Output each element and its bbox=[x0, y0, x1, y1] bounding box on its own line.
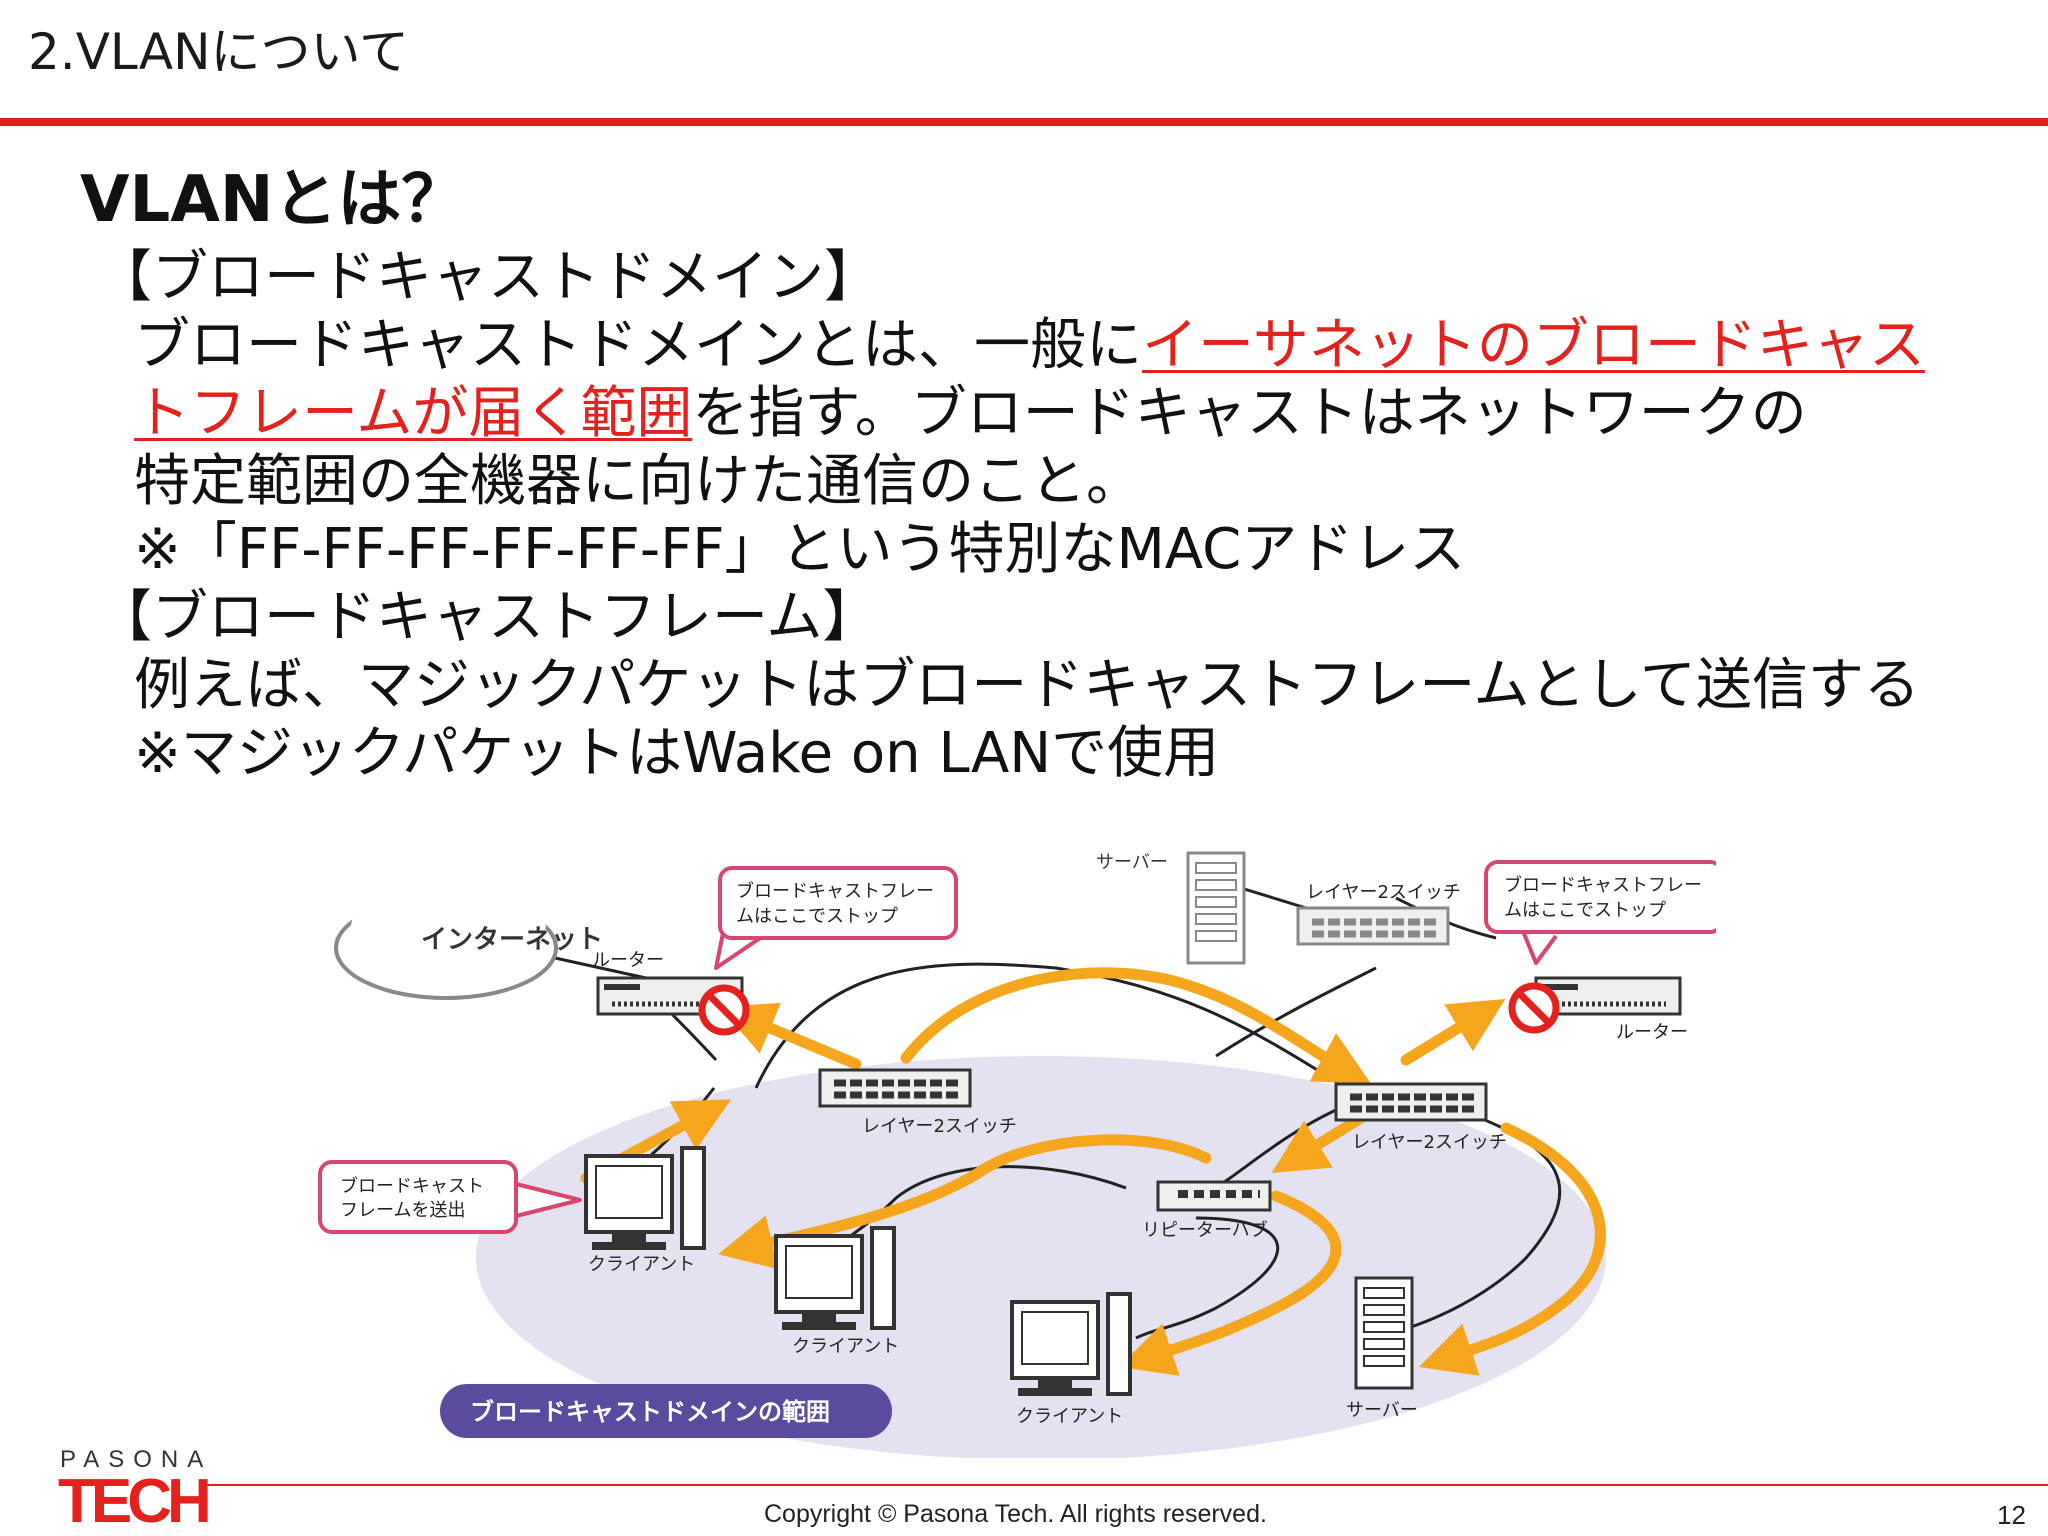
client-pc-1 bbox=[584, 1146, 706, 1250]
callout-stop-right: ブロードキャストフレー ムはここでストップ bbox=[1484, 860, 1716, 965]
callout-text: フレームを送出 bbox=[340, 1200, 465, 1221]
client-pc-3 bbox=[1010, 1292, 1132, 1396]
highlight-text: イーサネットのブロードキャス bbox=[1142, 313, 1925, 378]
body-line: ※「FF-FF-FF-FF-FF-FF」という特別なMACアドレス bbox=[134, 517, 1466, 582]
highlight-text: トフレームが届く範囲 bbox=[134, 381, 693, 446]
server-bottom bbox=[1354, 1276, 1414, 1390]
text-span: ブロードキャストドメインとは、一般に bbox=[134, 313, 1142, 378]
title-divider bbox=[0, 118, 2048, 126]
server-top bbox=[1186, 851, 1246, 965]
callout-stop-left: ブロードキャストフレー ムはここでストップ bbox=[714, 866, 958, 970]
repeater-hub bbox=[1156, 1180, 1272, 1212]
domain-badge-label: ブロードキャストドメインの範囲 bbox=[470, 1398, 830, 1426]
callout-text: ブロードキャスト bbox=[340, 1175, 484, 1197]
router-right-label: ルーター bbox=[1616, 1022, 1688, 1043]
broadcast-domain-heading: 【ブロードキャストドメイン】 bbox=[96, 245, 880, 310]
switch-left-label: レイヤー2スイッチ bbox=[862, 1116, 1017, 1137]
body-line: ブロードキャストドメインとは、一般にイーサネットのブロードキャス bbox=[96, 312, 1996, 380]
router-left-label: ルーター bbox=[592, 950, 664, 971]
callout-send: ブロードキャスト フレームを送出 bbox=[318, 1160, 582, 1234]
stop-icon bbox=[698, 984, 750, 1036]
server-top-label: サーバー bbox=[1096, 852, 1168, 873]
body-line: ※マジックパケットはWake on LANで使用 bbox=[134, 721, 1220, 786]
internet-label: インターネット bbox=[421, 925, 603, 955]
server-bottom-label: サーバー bbox=[1346, 1400, 1418, 1421]
hub-label: リピーターハブ bbox=[1142, 1219, 1268, 1241]
switch-right bbox=[1334, 1082, 1488, 1122]
callout-text: ブロードキャストフレー bbox=[1504, 874, 1702, 896]
body-line: 例えば、マジックパケットはブロードキャストフレームとして送信する bbox=[134, 653, 1920, 718]
broadcast-frame-heading: 【ブロードキャストフレーム】 bbox=[96, 585, 879, 650]
logo-wordmark-top: PASONA bbox=[60, 1446, 213, 1473]
domain-badge bbox=[440, 1384, 892, 1438]
switch-left bbox=[818, 1068, 972, 1108]
footer-divider bbox=[200, 1484, 2048, 1486]
slide-heading: VLANとは？ bbox=[80, 163, 466, 237]
body-text: 【ブロードキャストドメイン】 ブロードキャストドメインとは、一般にイーサネットの… bbox=[96, 244, 1996, 788]
switch-top-label: レイヤー2スイッチ bbox=[1306, 882, 1461, 903]
callout-text: ブロードキャストフレー bbox=[736, 880, 934, 902]
page-number: 12 bbox=[1997, 1500, 2026, 1530]
client-1-label: クライアント bbox=[588, 1254, 695, 1275]
internet-cloud bbox=[334, 881, 558, 1000]
switch-right-label: レイヤー2スイッチ bbox=[1352, 1132, 1507, 1153]
copyright-text: Copyright © Pasona Tech. All rights rese… bbox=[764, 1500, 1267, 1528]
logo-wordmark-bottom: TECH bbox=[58, 1467, 212, 1536]
client-2-label: クライアント bbox=[792, 1336, 899, 1357]
client-3-label: クライアント bbox=[1016, 1406, 1123, 1427]
section-title: 2.VLANについて bbox=[28, 23, 410, 81]
callout-text: ムはここでストップ bbox=[1504, 900, 1666, 921]
stop-icon bbox=[1508, 982, 1560, 1034]
body-line: トフレームが届く範囲を指す。ブロードキャストはネットワークの bbox=[96, 380, 1996, 448]
broadcast-domain-diagram: インターネット ルーター ルーター サーバー レイヤー2スイッチ bbox=[318, 851, 1716, 1458]
text-span: を指す。ブロードキャストはネットワークの bbox=[692, 381, 1807, 446]
callout-text: ムはここでストップ bbox=[736, 906, 898, 927]
body-line: 特定範囲の全機器に向けた通信のこと。 bbox=[134, 449, 1142, 514]
router-right bbox=[1534, 976, 1682, 1016]
client-pc-2 bbox=[774, 1226, 896, 1330]
switch-top bbox=[1296, 906, 1450, 946]
